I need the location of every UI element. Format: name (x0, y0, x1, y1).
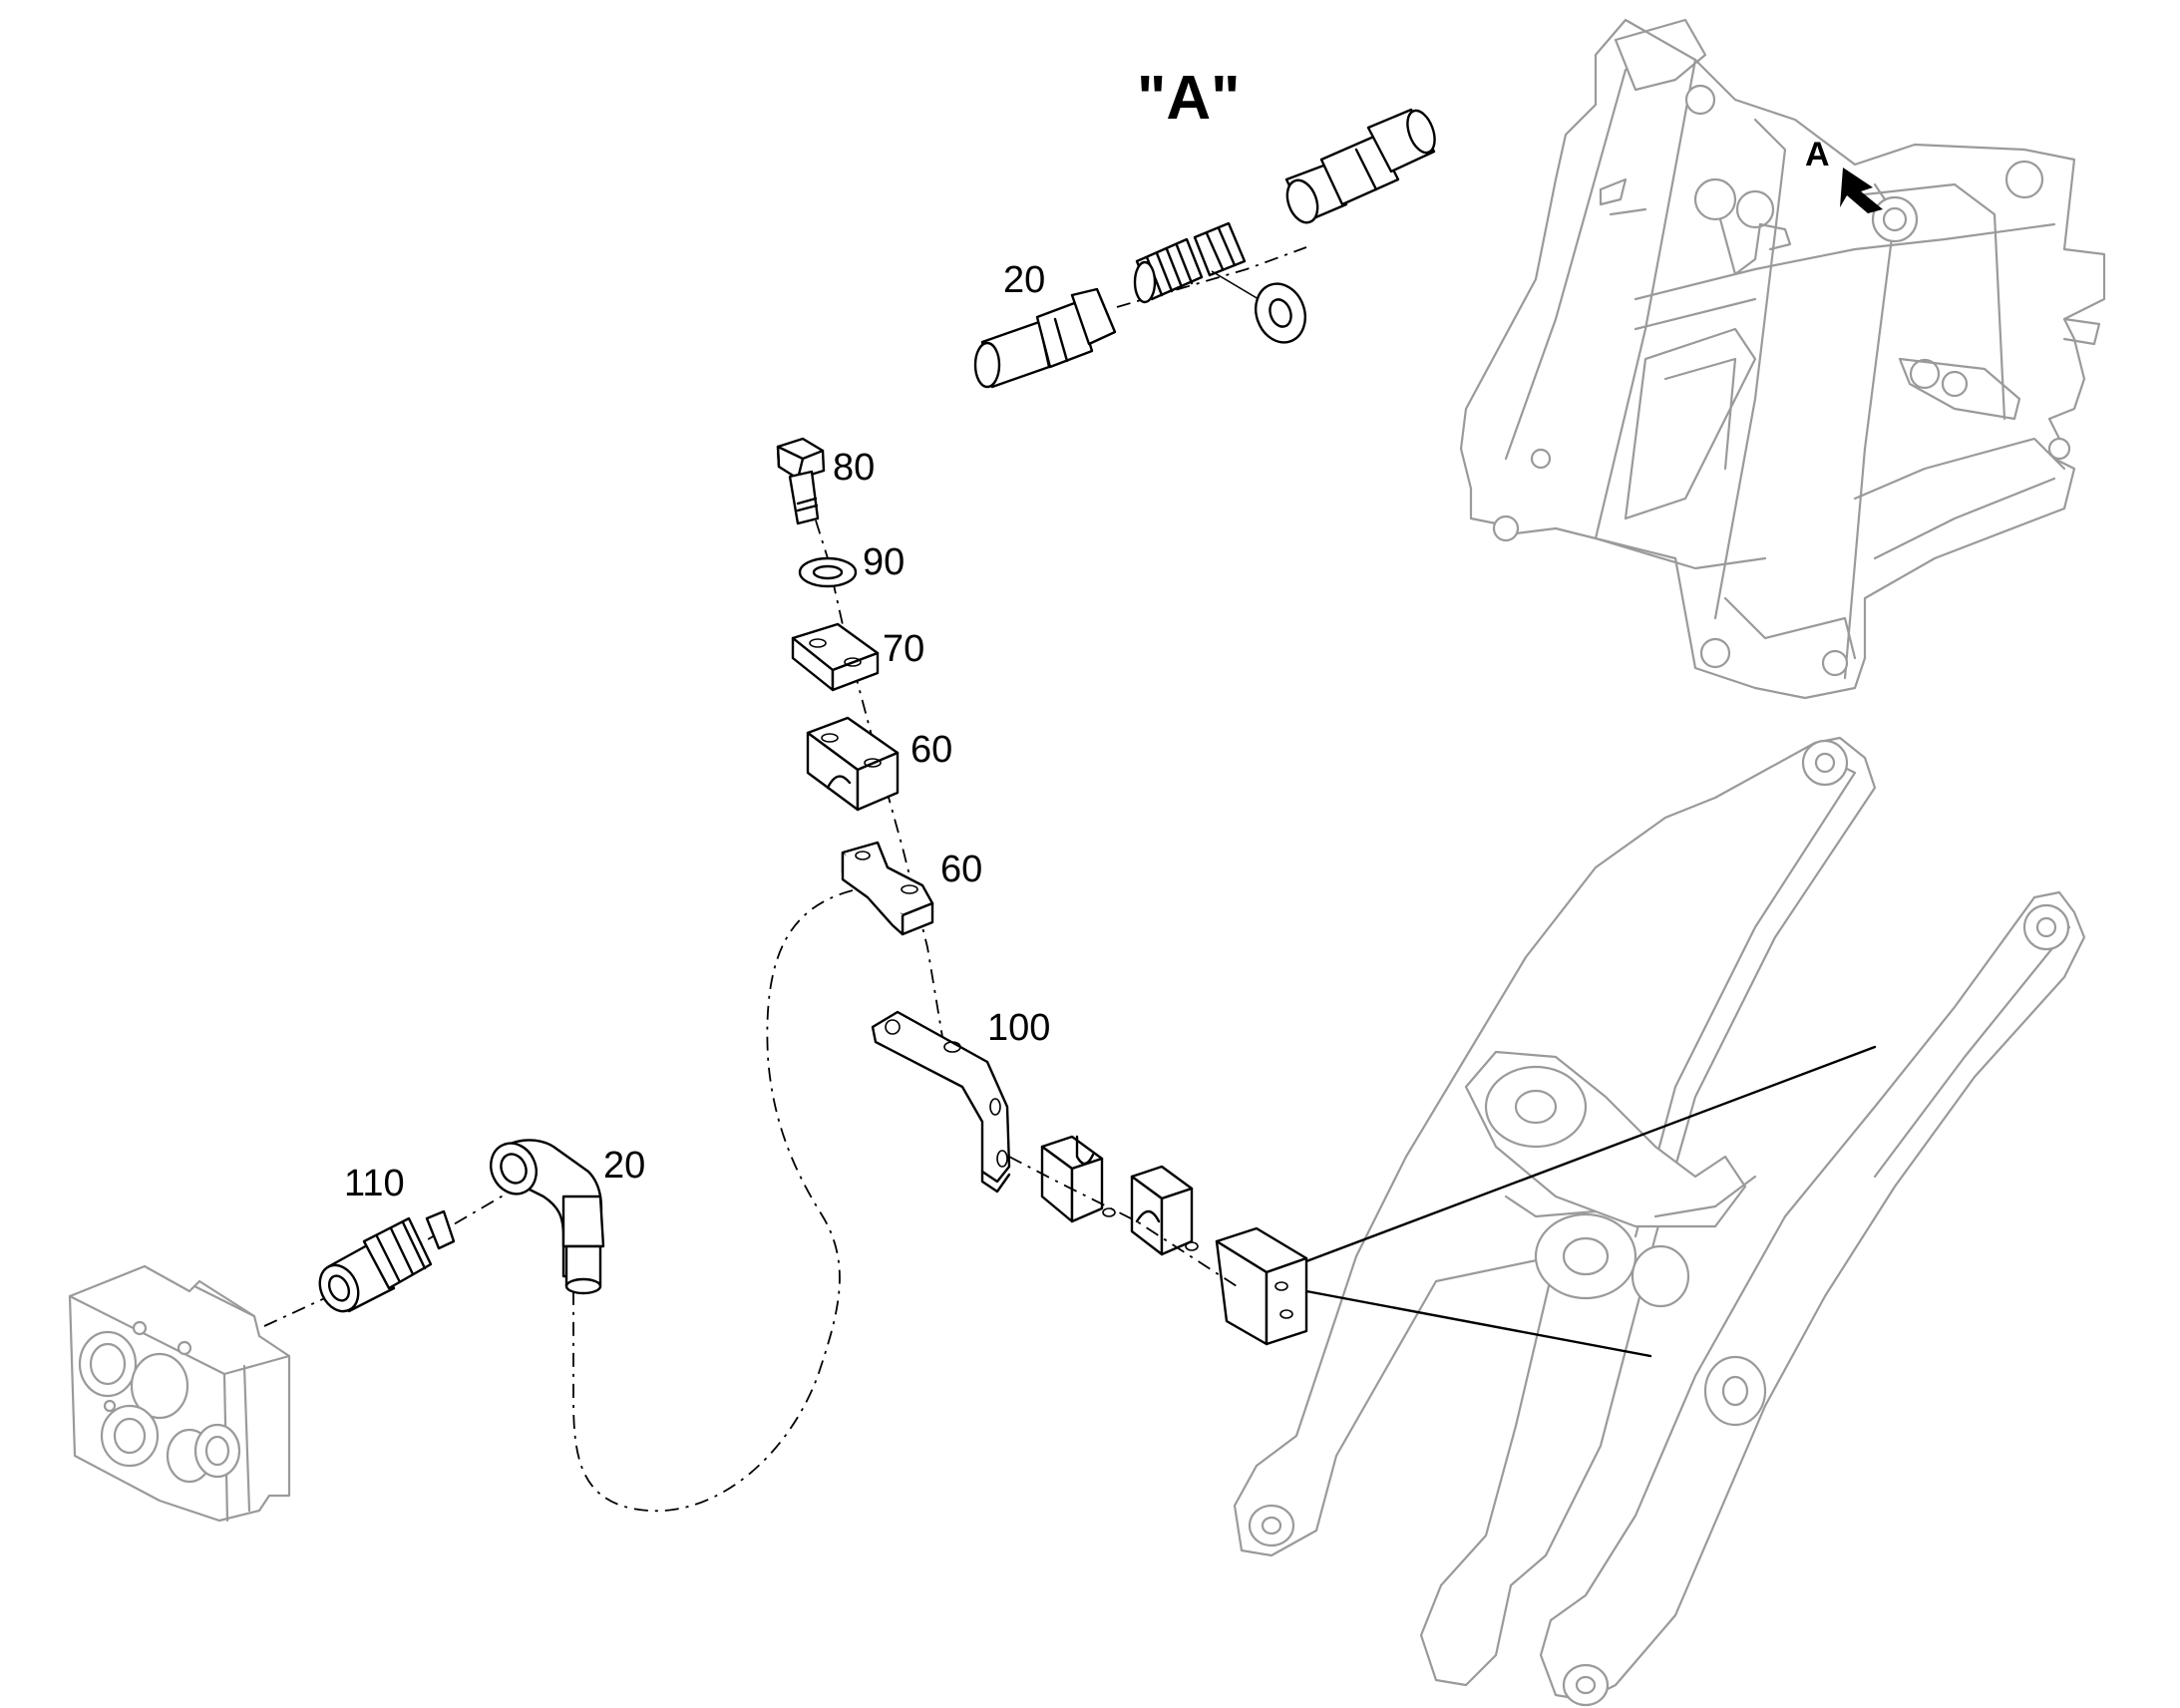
callout-60-upper: 60 (910, 729, 953, 771)
view-arrow-icon (1840, 168, 1883, 213)
callout-20-top: 20 (1003, 259, 1046, 301)
callout-20-elbow: 20 (603, 1145, 646, 1187)
hose-assembly-top (973, 108, 1436, 389)
view-title: "A" (1137, 64, 1241, 133)
valve-hose-assembly (68, 889, 854, 1523)
view-arrow-label: A (1805, 136, 1830, 173)
callout-100: 100 (987, 1007, 1051, 1049)
clamp-stack (776, 437, 1011, 1194)
callout-110: 110 (344, 1163, 405, 1204)
callout-90: 90 (863, 541, 906, 583)
machine-frame (1459, 18, 2106, 700)
callout-80: 80 (833, 447, 876, 489)
loader-arm (1008, 736, 2086, 1707)
callout-70: 70 (883, 628, 925, 670)
callout-60-lower: 60 (940, 849, 983, 890)
